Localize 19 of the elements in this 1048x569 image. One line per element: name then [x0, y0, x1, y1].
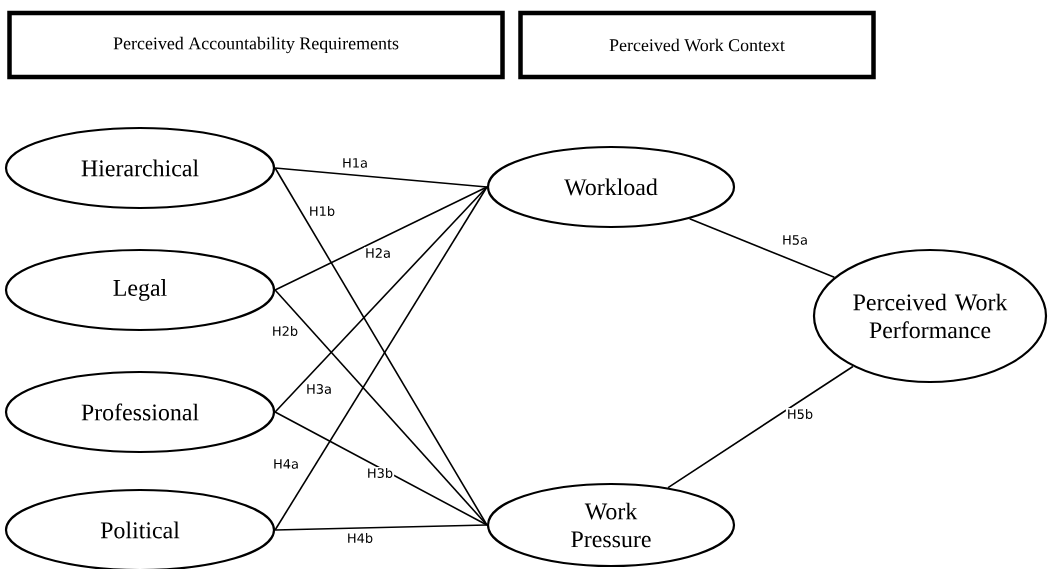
connector-line [274, 186, 488, 291]
connector-line [274, 167, 488, 188]
connector-line [274, 289, 488, 526]
connector-line [274, 524, 488, 531]
edge-label: H4b [345, 532, 375, 544]
group-heading-box: Perceived Accountability Requirements [7, 10, 505, 80]
group-heading-box: Perceived Work Context [518, 10, 876, 80]
connector-line [688, 218, 836, 279]
edge-label: H4a [272, 458, 300, 470]
connector-line [274, 186, 488, 413]
edge-label: H2a [364, 247, 392, 259]
edge-label: H3a [305, 383, 333, 395]
edge-label: H1a [341, 157, 369, 169]
connector-line [274, 411, 488, 526]
edge-label: H1b [307, 205, 337, 217]
edge-label: H3b [365, 467, 395, 479]
connector-line [667, 365, 854, 489]
edge-label: H5b [785, 408, 815, 420]
edge-label: H5a [781, 234, 809, 246]
